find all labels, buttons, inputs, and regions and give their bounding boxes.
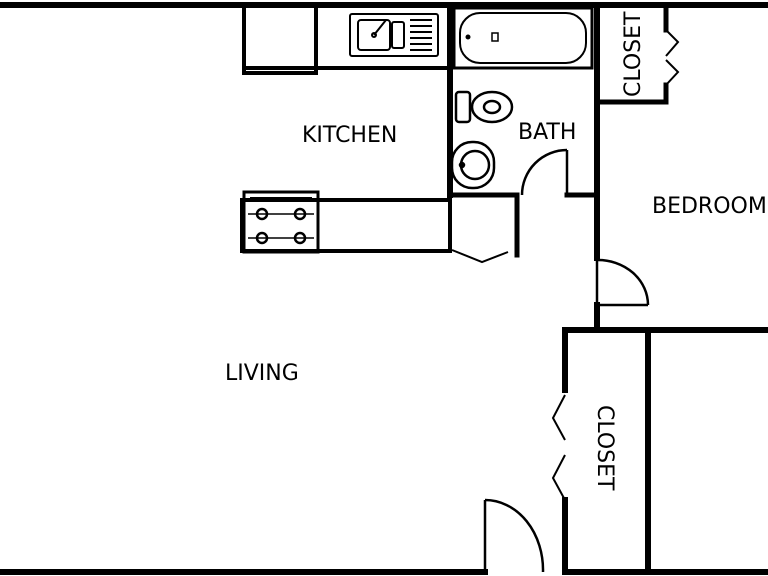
kitchen-upper-counter (242, 3, 450, 75)
lavatory-icon (450, 140, 496, 190)
bedroom-door-icon (595, 258, 650, 307)
bath-label: BATH (518, 120, 576, 145)
toilet-icon (454, 90, 514, 124)
entry-door-icon (483, 498, 545, 573)
range-icon (242, 190, 320, 254)
pantry-door-icon (451, 249, 509, 264)
sink-icon (349, 13, 439, 57)
lower-closet-bifold-icon (551, 394, 566, 501)
top-closet-label: CLOSET (621, 11, 646, 97)
top-closet-bifold-icon (665, 29, 680, 86)
bath-door-icon (520, 148, 569, 196)
bedroom-label: BEDROOM (652, 194, 767, 219)
kitchen-label: KITCHEN (302, 123, 397, 148)
lower-counter (240, 198, 452, 253)
lower-closet-label: CLOSET (592, 405, 617, 491)
bathtub-icon (452, 6, 594, 70)
living-label: LIVING (225, 361, 299, 386)
